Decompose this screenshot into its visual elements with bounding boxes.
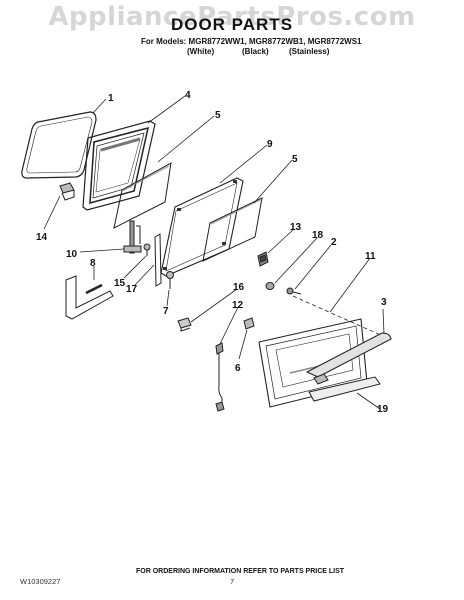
screw-part-7 xyxy=(166,271,174,289)
door-trim-part xyxy=(154,233,162,287)
callout-8: 8 xyxy=(90,258,96,269)
door-trim-bottom-part xyxy=(308,376,381,402)
finish-white: (White) xyxy=(187,47,215,56)
hinge-receptacle-part xyxy=(59,182,75,201)
callout-3: 3 xyxy=(381,297,387,308)
door-gasket-part xyxy=(21,111,97,179)
finish-black: (Black) xyxy=(242,47,269,56)
finish-stainless: (Stainless) xyxy=(289,47,330,56)
glass-panel-upper-part xyxy=(113,162,172,229)
callout-2: 2 xyxy=(331,237,337,248)
glass-panel-lower-part xyxy=(202,197,263,262)
wire-harness-part xyxy=(215,342,225,412)
page-number: 7 xyxy=(230,577,235,586)
callout-1: 1 xyxy=(108,93,114,104)
glass-frame-part xyxy=(160,177,244,277)
callout-12: 12 xyxy=(232,300,244,311)
hole-plug-part xyxy=(265,282,275,290)
callout-10: 10 xyxy=(66,249,78,260)
callout-13: 13 xyxy=(290,222,302,233)
callout-5-lower: 5 xyxy=(292,154,298,165)
callout-7: 7 xyxy=(163,306,169,317)
callout-numbers: 1 4 5 9 5 14 13 18 2 10 8 15 17 11 3 16 … xyxy=(36,90,389,415)
callout-15: 15 xyxy=(114,278,126,289)
watermark: AppliancePartsPros.com xyxy=(48,2,416,32)
callout-4: 4 xyxy=(185,90,191,101)
document-number: W10309227 xyxy=(20,577,61,586)
ordering-footer: FOR ORDERING INFORMATION REFER TO PARTS … xyxy=(136,568,345,575)
leader-lines xyxy=(43,95,385,410)
door-vent-part xyxy=(65,275,114,320)
models-line: For Models: MGR8772WW1, MGR8772WB1, MGR8… xyxy=(141,37,362,46)
switch-part xyxy=(243,317,255,330)
assembly-guide-line xyxy=(292,295,386,338)
screw-part-2 xyxy=(286,287,302,295)
callout-14: 14 xyxy=(36,232,48,243)
callout-18: 18 xyxy=(312,230,324,241)
callout-19: 19 xyxy=(377,404,389,415)
callout-5-upper: 5 xyxy=(215,110,221,121)
callout-6: 6 xyxy=(235,363,241,374)
lock-cover-part xyxy=(257,251,269,267)
hinge-part xyxy=(123,220,142,254)
screw-part-15 xyxy=(143,243,151,256)
connector-part xyxy=(177,317,192,332)
door-handle-part xyxy=(305,332,392,385)
callout-11: 11 xyxy=(365,251,376,262)
door-liner-part xyxy=(82,120,156,211)
page-title: DOOR PARTS xyxy=(170,15,294,34)
callout-9: 9 xyxy=(267,139,273,150)
callout-17: 17 xyxy=(126,284,138,295)
callout-16: 16 xyxy=(233,282,245,293)
